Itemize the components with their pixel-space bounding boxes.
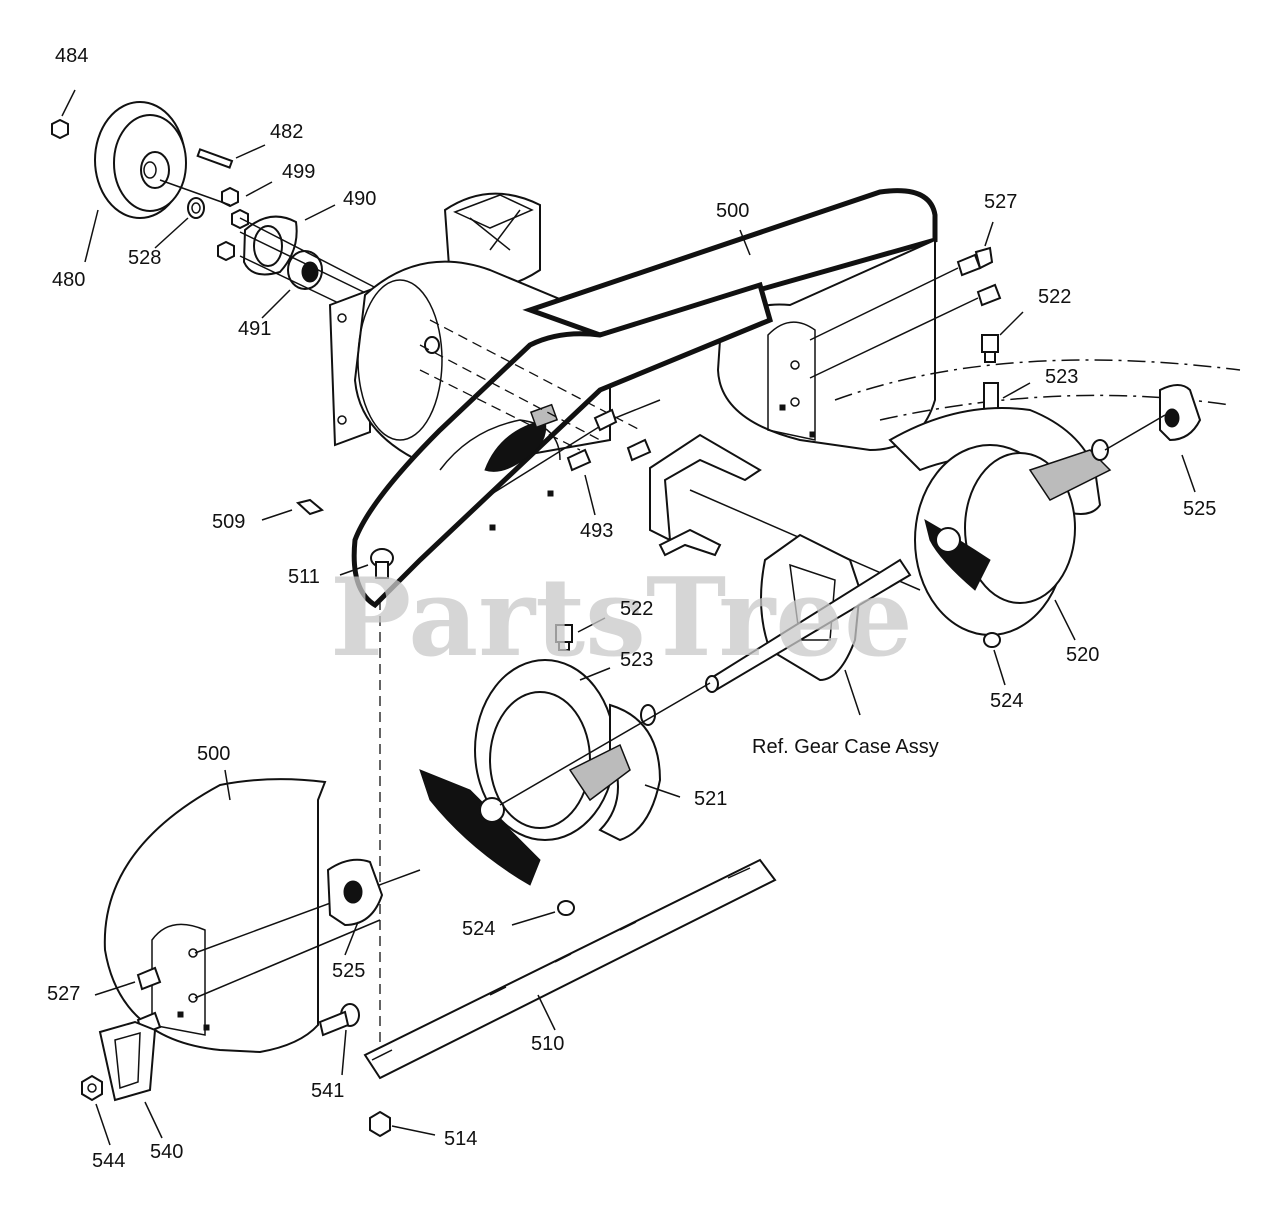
bolt-527-top[interactable] [809, 246, 1002, 379]
callout-labels: 484 482 499 490 480 528 491 500 527 522 … [47, 45, 1216, 1172]
pulley-480[interactable] [94, 101, 187, 219]
reference-label: Ref. Gear Case Assy [752, 736, 939, 758]
callout-484: 484 [55, 45, 88, 67]
nut-514[interactable] [369, 1110, 391, 1138]
callout-493: 493 [580, 520, 613, 542]
callout-523-top: 523 [1045, 366, 1078, 388]
callout-522-mid: 522 [620, 598, 653, 620]
auger-521[interactable] [419, 659, 711, 886]
nut-484[interactable] [51, 118, 69, 140]
callout-490: 490 [343, 188, 376, 210]
carriage-bolt-511[interactable] [370, 548, 394, 579]
screw-509[interactable] [295, 498, 325, 516]
nut-524-mid[interactable] [557, 900, 575, 916]
callout-521: 521 [694, 788, 727, 810]
callout-527-bottom: 527 [47, 983, 80, 1005]
bearing-flange-525-right[interactable] [1104, 384, 1202, 451]
callout-541: 541 [311, 1080, 344, 1102]
gear-case-assembly[interactable] [649, 433, 921, 716]
bolt-493[interactable] [566, 408, 652, 472]
callout-527-top: 527 [984, 191, 1017, 213]
leader-lines [61, 89, 1196, 1146]
callout-544: 544 [92, 1150, 125, 1172]
auger-housing-500[interactable] [328, 188, 938, 609]
bearing-491[interactable] [287, 250, 323, 290]
callout-524-mid: 524 [462, 918, 495, 940]
callout-514: 514 [444, 1128, 477, 1150]
skid-shoe-540[interactable] [98, 1020, 157, 1102]
auger-housing-500-lower[interactable] [103, 778, 421, 1054]
callout-480: 480 [52, 269, 85, 291]
callout-511: 511 [288, 566, 320, 588]
carriage-bolt-541[interactable] [318, 1003, 360, 1037]
bearing-528[interactable] [187, 197, 205, 219]
callout-482: 482 [270, 121, 303, 143]
callout-540: 540 [150, 1141, 183, 1163]
nut-544[interactable] [81, 1074, 103, 1102]
callout-500-bottom: 500 [197, 743, 230, 765]
auger-520[interactable] [888, 407, 1112, 636]
nut-524-right[interactable] [983, 632, 1001, 648]
callout-522-top: 522 [1038, 286, 1071, 308]
callout-520: 520 [1066, 644, 1099, 666]
bolt-522-mid[interactable] [555, 624, 573, 651]
callout-525-left: 525 [332, 960, 365, 982]
bolt-522-right[interactable] [981, 334, 999, 363]
callout-523-mid: 523 [620, 649, 653, 671]
callout-528: 528 [128, 247, 161, 269]
callout-509: 509 [212, 511, 245, 533]
callout-500-top: 500 [716, 200, 749, 222]
watermark: PartsTree [330, 555, 913, 681]
callout-499: 499 [282, 161, 315, 183]
callout-491: 491 [238, 318, 271, 340]
key-482[interactable] [196, 148, 234, 169]
shave-plate-510[interactable] [363, 858, 777, 1080]
callout-525-right: 525 [1183, 498, 1216, 520]
bearing-flange-525-left[interactable] [326, 858, 384, 927]
callout-510: 510 [531, 1033, 564, 1055]
callout-524-right: 524 [990, 690, 1023, 712]
